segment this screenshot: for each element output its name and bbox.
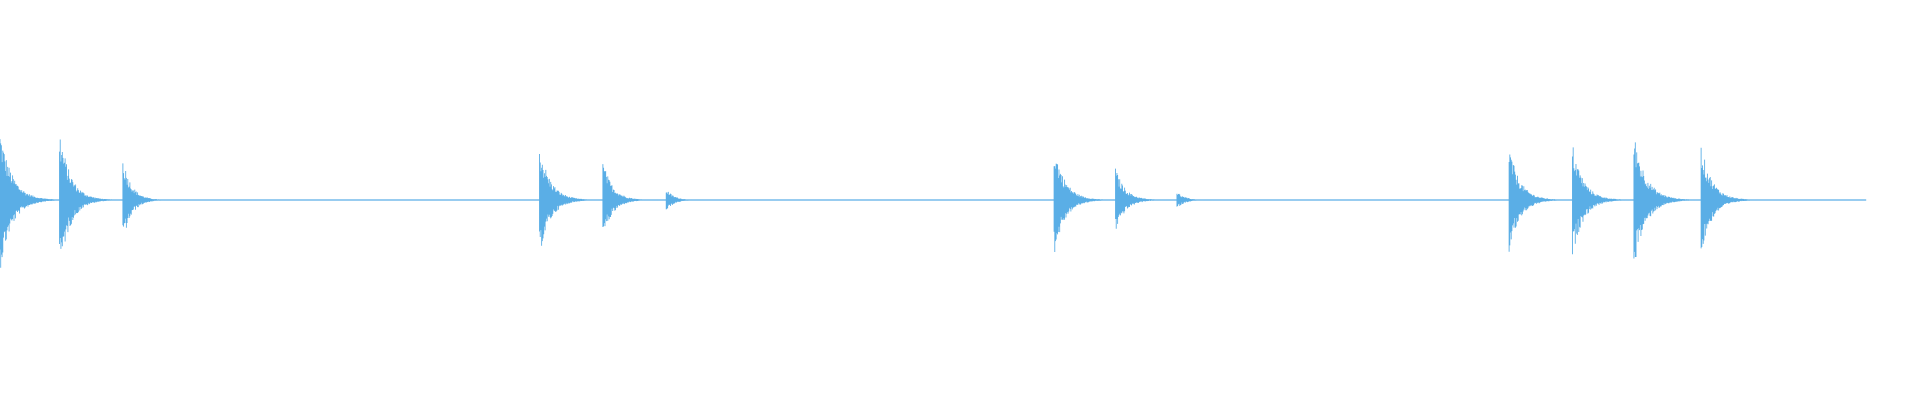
waveform-transient-1 xyxy=(0,139,67,268)
waveform-transient-10 xyxy=(1508,154,1570,252)
waveform-transients xyxy=(0,139,1762,268)
waveform-transient-6 xyxy=(665,191,708,210)
waveform-transient-13 xyxy=(1700,147,1762,249)
waveform-transient-2 xyxy=(59,139,120,249)
waveform-transient-11 xyxy=(1572,147,1633,255)
waveform-transient-8 xyxy=(1115,168,1170,229)
waveform-transient-12 xyxy=(1633,142,1701,259)
waveform-transient-4 xyxy=(539,153,600,246)
waveform-transient-5 xyxy=(602,164,658,228)
waveform-transient-9 xyxy=(1176,193,1219,207)
waveform-transient-7 xyxy=(1053,163,1115,252)
waveform-transient-3 xyxy=(122,163,171,228)
